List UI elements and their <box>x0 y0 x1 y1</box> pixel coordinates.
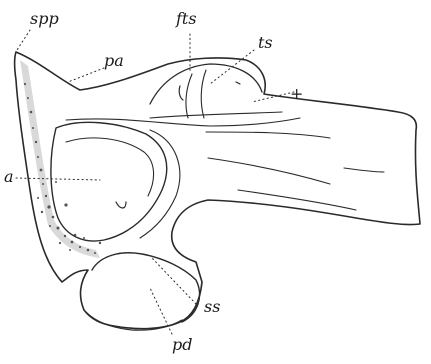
shaft-line-5 <box>238 190 356 210</box>
label-pd: pd <box>172 335 192 354</box>
shaft-line-4 <box>208 158 330 184</box>
small-mark-left <box>179 86 183 100</box>
shaft-line-2 <box>66 118 300 126</box>
small-mark-right <box>236 82 240 84</box>
label-ss: ss <box>204 297 220 316</box>
lower-margin-detail <box>86 312 182 330</box>
stippled-border-region <box>20 60 101 258</box>
fossa-line-right <box>201 70 206 118</box>
small-pit-mark <box>116 202 126 208</box>
label-ts: ts <box>258 33 273 52</box>
label-pa: pa <box>104 51 124 70</box>
shaft-line-3 <box>206 132 330 138</box>
articular-surface-inner-rim <box>66 138 154 196</box>
label-spp: spp <box>30 9 59 28</box>
fossa-line-left <box>186 74 192 118</box>
articular-surface-outline <box>51 122 167 241</box>
inferior-process-outline <box>92 253 200 322</box>
label-fts: fts <box>175 9 197 28</box>
leader-spp <box>17 30 30 50</box>
cross-marker: + <box>290 84 303 103</box>
bone-outline <box>15 52 421 329</box>
leader-pa <box>68 68 104 82</box>
shaft-line-6 <box>344 168 384 172</box>
leader-ts <box>210 50 254 84</box>
shaft-line-1 <box>150 112 282 118</box>
label-a: a <box>4 167 14 186</box>
